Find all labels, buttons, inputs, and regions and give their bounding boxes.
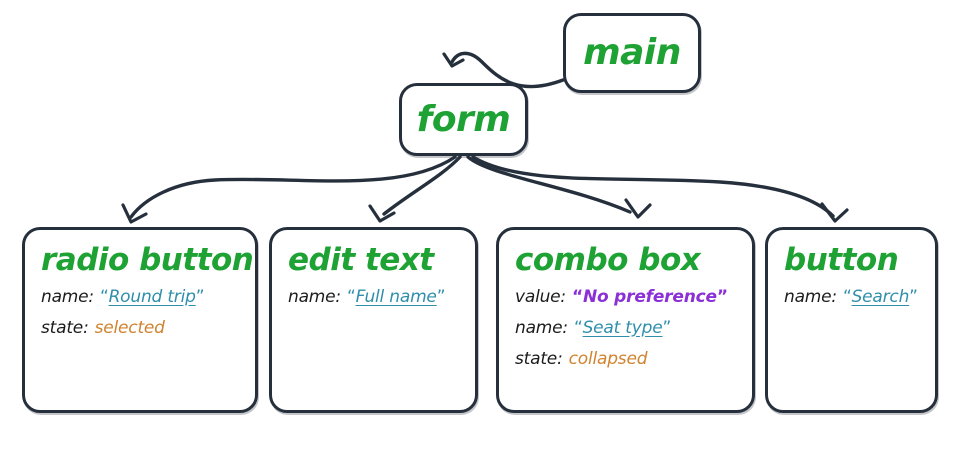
attr-row-state: state: collapsed — [515, 349, 738, 369]
attr-key-name: name: — [288, 286, 341, 307]
attr-value-name: Round trip — [100, 287, 204, 307]
node-edit-text[interactable]: edit text name: Full name — [269, 227, 478, 413]
node-radio-button-title: radio button — [41, 242, 254, 278]
edge-form-to-edit-text — [368, 155, 462, 223]
attr-value-name: Full name — [347, 287, 445, 307]
node-button[interactable]: button name: Search — [765, 227, 938, 413]
node-combo-box[interactable]: combo box value: No preference name: Sea… — [496, 227, 755, 413]
node-form-title: form — [416, 98, 511, 140]
attr-row-value: value: No preference — [515, 287, 738, 307]
node-main-title: main — [583, 32, 681, 74]
edge-main-to-form — [442, 51, 565, 89]
attr-key-state: state: — [41, 317, 89, 338]
edge-form-to-combo-box — [466, 155, 652, 219]
attr-value-state: selected — [94, 317, 165, 338]
attr-value-name: Seat type — [574, 318, 671, 338]
node-radio-button[interactable]: radio button name: Round trip state: sel… — [22, 227, 258, 413]
attr-key-name: name: — [784, 286, 837, 307]
attr-value-name: Search — [843, 287, 918, 307]
edge-form-to-radio-button — [121, 155, 457, 224]
attr-row-name: name: Seat type — [515, 318, 738, 338]
attr-key-value: value: — [515, 286, 566, 307]
attr-key-state: state: — [515, 348, 563, 369]
node-edit-text-title: edit text — [288, 242, 434, 278]
attr-row-name: name: Round trip — [41, 287, 241, 307]
attr-row-name: name: Full name — [288, 287, 461, 307]
edge-form-to-button — [471, 155, 849, 223]
node-button-title: button — [784, 242, 899, 278]
node-main[interactable]: main — [563, 13, 701, 93]
node-form[interactable]: form — [399, 83, 528, 156]
attr-row-state: state: selected — [41, 318, 241, 338]
attr-value-value: No preference — [572, 287, 728, 307]
node-combo-box-title: combo box — [515, 242, 701, 278]
attr-key-name: name: — [41, 286, 94, 307]
attr-value-state: collapsed — [568, 348, 648, 369]
attr-key-name: name: — [515, 317, 568, 338]
attr-row-name: name: Search — [784, 287, 921, 307]
